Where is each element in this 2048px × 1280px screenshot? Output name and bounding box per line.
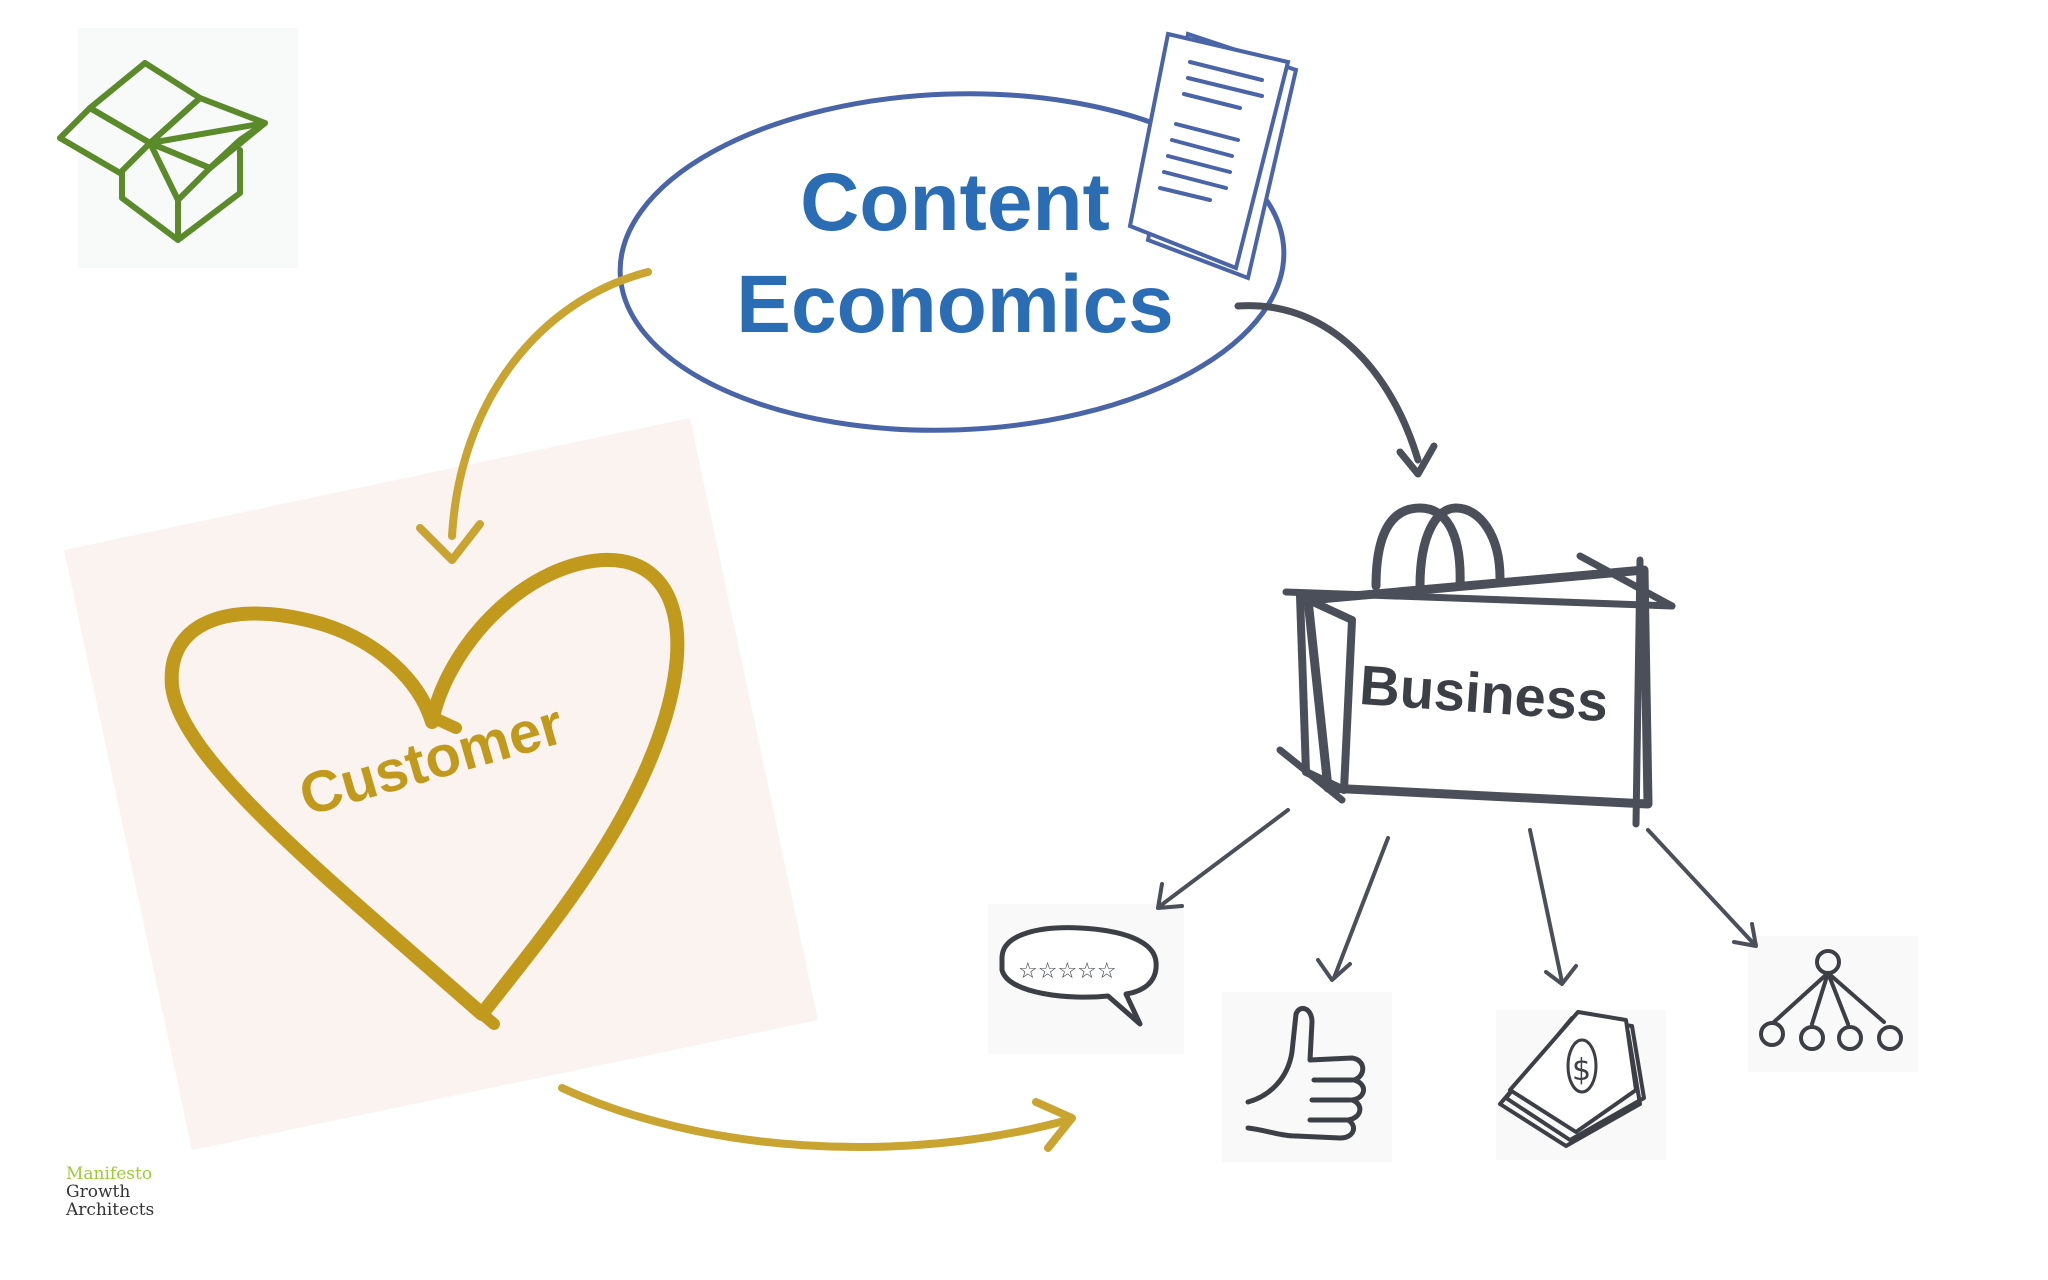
network-card	[1748, 936, 1918, 1072]
open-box-icon	[57, 60, 268, 243]
referral-network-icon	[1759, 949, 1903, 1051]
business-outcome-arrows	[1156, 808, 1758, 986]
arrow-content-to-customer	[416, 268, 652, 564]
arrow-content-to-business	[1234, 302, 1438, 478]
thumbs-up-icon	[1245, 1005, 1366, 1141]
star-rating-speech-bubble-icon: ☆☆☆☆☆	[999, 925, 1159, 1027]
brand-logo: Manifesto Growth Architects	[66, 1166, 154, 1220]
document-icon	[1127, 31, 1299, 281]
heart-shape-tail	[424, 710, 500, 1030]
thumbs-up-card	[1222, 992, 1392, 1162]
box-icon-card	[78, 28, 298, 268]
arrow-customer-to-outcomes	[558, 1084, 1076, 1152]
money-stack-icon: $	[1498, 1010, 1646, 1148]
brand-line-architects: Architects	[66, 1200, 155, 1220]
rating-stars: ☆☆☆☆☆	[1018, 959, 1117, 984]
content-economics-title-line-2: Economics	[736, 259, 1174, 350]
dollar-sign: $	[1572, 1053, 1591, 1088]
shopping-bag-icon	[1276, 503, 1676, 828]
content-ellipse	[617, 91, 1287, 433]
brand-line-manifesto: Manifesto	[66, 1164, 153, 1184]
content-economics-title-line-1: Content	[800, 157, 1110, 248]
customer-card	[64, 418, 818, 1150]
brand-line-growth: Growth	[66, 1182, 131, 1202]
